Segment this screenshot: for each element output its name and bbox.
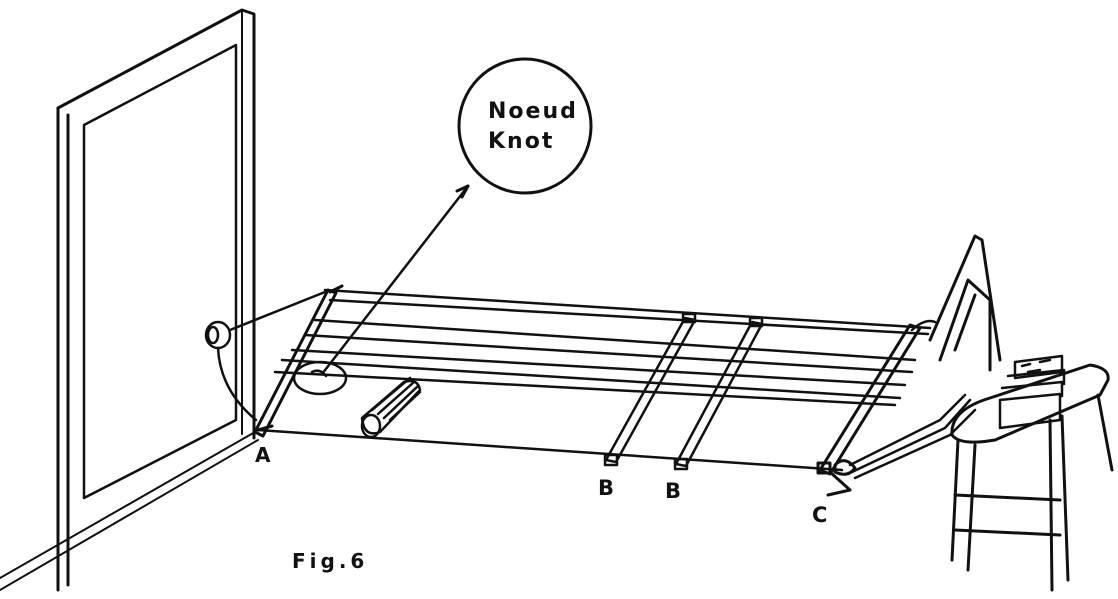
book-stack	[998, 354, 1066, 430]
label-b-first: B	[598, 476, 614, 500]
figure-caption: Fig.6	[292, 549, 368, 573]
cross-stick-b2	[673, 316, 764, 471]
yarn-roll	[360, 376, 422, 439]
door	[56, 8, 256, 592]
label-a: A	[255, 443, 271, 467]
bar-c	[816, 323, 922, 497]
warp-threads	[256, 288, 932, 472]
callout-label-french: Noeud	[488, 99, 578, 124]
knot-callout: Noeud Knot	[457, 57, 593, 195]
callout-circle	[457, 57, 593, 195]
bar-a	[253, 284, 344, 438]
cross-stick-b1	[603, 312, 697, 467]
tension-cord	[848, 319, 977, 480]
knot-indicator	[292, 184, 470, 396]
callout-label-english: Knot	[488, 129, 554, 154]
chair	[928, 234, 1114, 592]
door-hook	[204, 290, 327, 422]
label-c: C	[812, 503, 827, 527]
label-b-second: B	[665, 479, 681, 503]
floor-lines	[0, 431, 259, 591]
